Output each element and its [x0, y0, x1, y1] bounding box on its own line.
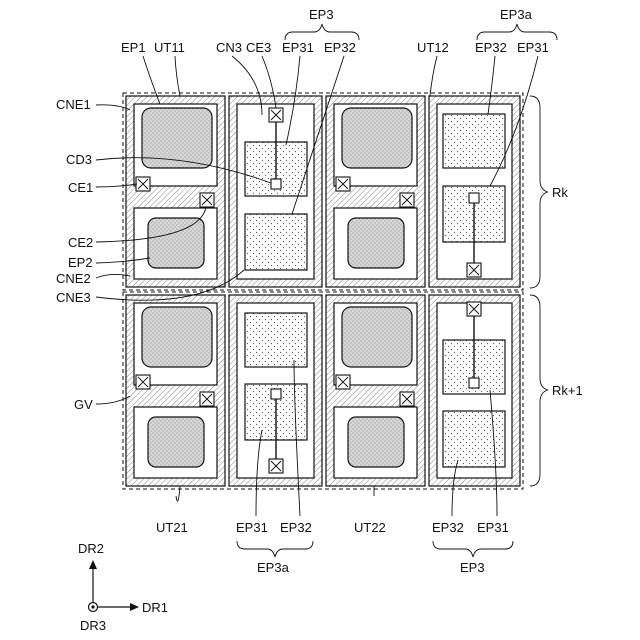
label-cn3: CN3	[216, 40, 242, 55]
unit-col2-cd3-contact	[271, 179, 281, 189]
label-rk1: Rk+1	[552, 383, 583, 398]
brace-rk	[530, 96, 548, 288]
unit-ep3-rk-col2	[229, 96, 322, 287]
label-ep3-top: EP3	[309, 7, 334, 22]
label-gv: GV	[74, 397, 93, 412]
unit-ut22-ep1-electrode	[342, 307, 412, 367]
label-cne2: CNE2	[56, 271, 91, 286]
label-ep31-bot-right: EP31	[477, 520, 509, 535]
unit-ut21-ep1-electrode	[142, 307, 212, 367]
direction-axes	[89, 560, 140, 612]
label-ep3-bot: EP3	[460, 560, 485, 575]
unit-col4-ep32-electrode	[443, 114, 505, 168]
leader-cne2	[96, 274, 130, 278]
brace-rk1	[530, 295, 548, 486]
unit-ut12	[326, 96, 425, 287]
leader-cne1	[96, 105, 130, 110]
unit-ut12-ep1-electrode	[342, 108, 412, 168]
label-cne1: CNE1	[56, 97, 91, 112]
label-ce2: CE2	[68, 235, 93, 250]
unit-ut21-ep2-electrode	[148, 417, 204, 467]
leader-ut12	[430, 56, 437, 96]
label-cd3: CD3	[66, 152, 92, 167]
label-ut12: UT12	[417, 40, 449, 55]
label-ep31-bot-left: EP31	[236, 520, 268, 535]
label-ep31-top-right: EP31	[517, 40, 549, 55]
brace-ep3a-bottom	[237, 541, 313, 557]
label-ut11: UT11	[154, 40, 185, 55]
unit-ep3a-rk1-col2	[229, 295, 322, 486]
unit-r2col2-ep32-electrode	[245, 313, 307, 367]
axis-dr1-arrowhead	[130, 603, 139, 611]
label-dr3: DR3	[80, 618, 106, 633]
axis-dr3-dot	[91, 605, 94, 608]
label-dr1: DR1	[142, 600, 168, 615]
label-ep3a-bot: EP3a	[257, 560, 290, 575]
unit-ut11-ep2-electrode	[148, 218, 204, 268]
leader-gv	[96, 396, 130, 404]
unit-col4-cd3-contact	[469, 193, 479, 203]
unit-ut11-ep1-electrode	[142, 108, 212, 168]
label-cne3: CNE3	[56, 290, 91, 305]
unit-ut22-ep2-electrode	[348, 417, 404, 467]
unit-col2-ep32-electrode	[245, 214, 307, 270]
label-ut21: UT21	[156, 520, 188, 535]
unit-ep3a-rk-col4	[429, 96, 520, 287]
label-ep2: EP2	[68, 255, 93, 270]
unit-r2col4-cd3-contact	[469, 378, 479, 388]
label-ce1: CE1	[68, 180, 93, 195]
unit-ut12-ep2-electrode	[348, 218, 404, 268]
label-rk: Rk	[552, 185, 568, 200]
label-ep1: EP1	[121, 40, 146, 55]
unit-r2col2-cd3-contact	[271, 389, 281, 399]
label-ut22: UT22	[354, 520, 386, 535]
unit-r2col4-ep32-electrode	[443, 411, 505, 467]
brace-ep3a-top	[477, 24, 557, 40]
unit-ut22	[326, 295, 425, 486]
label-dr2: DR2	[78, 541, 104, 556]
unit-ut21	[126, 295, 225, 486]
brace-ep3-bottom	[433, 541, 513, 557]
brace-ep3-top	[285, 24, 359, 40]
label-ep32-top-right: EP32	[475, 40, 507, 55]
axis-dr2-arrowhead	[89, 560, 97, 569]
label-ce3: CE3	[246, 40, 271, 55]
label-ep32-top-left: EP32	[324, 40, 356, 55]
leader-ut21	[176, 486, 180, 501]
label-ep31-top-left: EP31	[282, 40, 314, 55]
leader-ut11	[175, 56, 180, 96]
unit-ep3-rk1-col4	[429, 295, 520, 486]
label-ep32-bot-left: EP32	[280, 520, 312, 535]
label-ep32-bot-right: EP32	[432, 520, 464, 535]
label-ep3a-top: EP3a	[500, 7, 533, 22]
unit-ut11	[126, 96, 225, 287]
